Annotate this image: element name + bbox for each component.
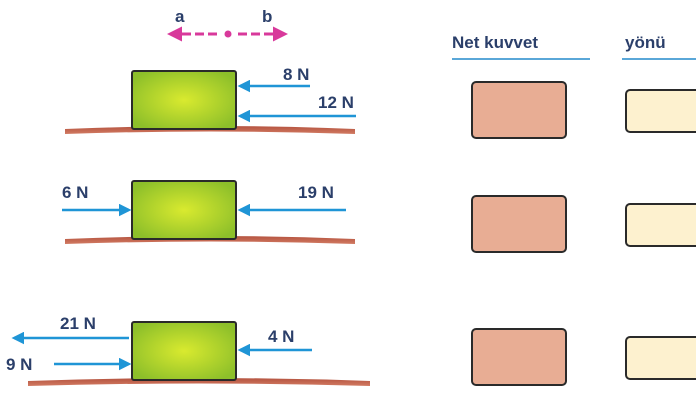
force-label: 6 N (62, 183, 88, 202)
net-force-header: Net kuvvet (452, 33, 538, 52)
force-label: 19 N (298, 183, 334, 202)
force-label: 12 N (318, 93, 354, 112)
block (131, 70, 237, 130)
direction-legend: a b (167, 7, 288, 42)
row-3-diagram: 21 N 4 N 9 N (6, 314, 370, 386)
origin-dot (224, 30, 232, 38)
direction-header: yönü (625, 33, 666, 52)
net-force-answer-box-2[interactable] (471, 195, 567, 253)
ground-surface (28, 378, 370, 386)
row-1-diagram: 8 N 12 N (65, 65, 356, 134)
net-force-header-underline (452, 58, 590, 60)
block (131, 180, 237, 240)
force-label: 4 N (268, 327, 294, 346)
direction-header-underline (622, 58, 696, 60)
direction-answer-box-2[interactable] (625, 203, 696, 247)
direction-answer-box-3[interactable] (625, 336, 696, 380)
net-force-answer-box-1[interactable] (471, 81, 567, 139)
force-label: 21 N (60, 314, 96, 333)
block (131, 321, 237, 381)
force-label: 9 N (6, 355, 32, 374)
direction-b-label: b (262, 7, 272, 26)
net-force-answer-box-3[interactable] (471, 328, 567, 386)
direction-answer-box-1[interactable] (625, 89, 696, 133)
force-label: 8 N (283, 65, 309, 84)
row-2-diagram: 6 N 19 N (62, 180, 355, 244)
direction-a-label: a (175, 7, 185, 26)
